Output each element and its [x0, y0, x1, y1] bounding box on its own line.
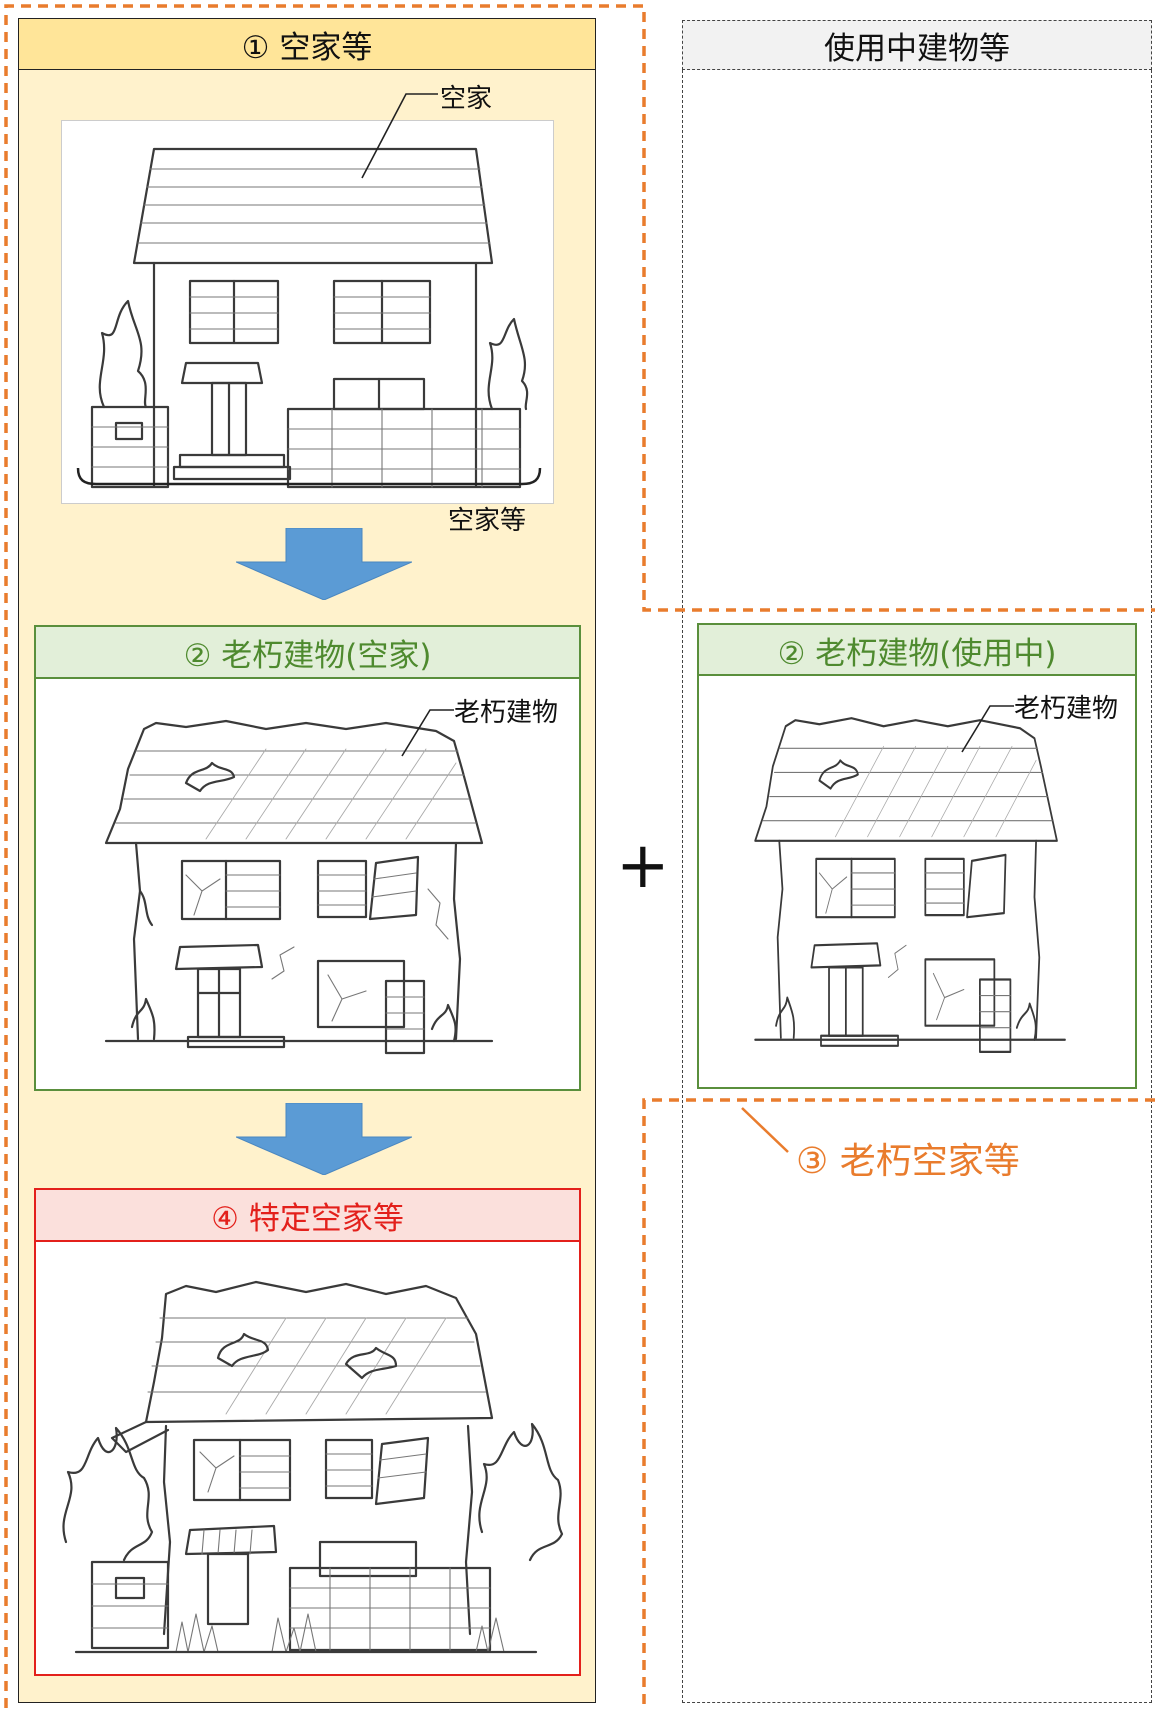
deteriorated-in-use-pointer-label: 老朽建物 [1014, 694, 1119, 724]
vacant-pointer-label: 空家 [440, 84, 493, 114]
specific-vacant-header: ④ 特定空家等 [34, 1188, 581, 1242]
in-use-buildings-header: 使用中建物等 [682, 20, 1152, 70]
deteriorated-vacant-box [34, 677, 581, 1091]
down-arrow-1 [236, 528, 412, 600]
specific-vacant-house-drawing [62, 1280, 564, 1654]
vacant-house-drawing [90, 147, 529, 489]
deteriorated-vacant-pointer-line [401, 709, 454, 757]
vacant-bracket-label: 空家等 [448, 506, 527, 536]
vacant-houses-header: ① 空家等 [18, 18, 596, 70]
deteriorated-in-use-box [697, 674, 1137, 1089]
vacant-house-picture-frame [61, 120, 554, 504]
deteriorated-in-use-header: ② 老朽建物(使用中) [697, 623, 1137, 677]
deteriorated-vacant-union-label: ③ 老朽空家等 [796, 1141, 1020, 1182]
vacant-house-bracket [76, 467, 542, 486]
deteriorated-in-use-pointer-line [961, 705, 1014, 753]
deteriorated-vacant-house-drawing [104, 719, 494, 1055]
vacant-pointer-line [361, 93, 438, 179]
deteriorated-in-use-house-drawing [754, 717, 1066, 1053]
plus-sign: + [616, 829, 670, 903]
deteriorated-vacant-pointer-label: 老朽建物 [454, 698, 559, 728]
specific-vacant-box [34, 1240, 581, 1676]
down-arrow-2 [236, 1103, 412, 1175]
